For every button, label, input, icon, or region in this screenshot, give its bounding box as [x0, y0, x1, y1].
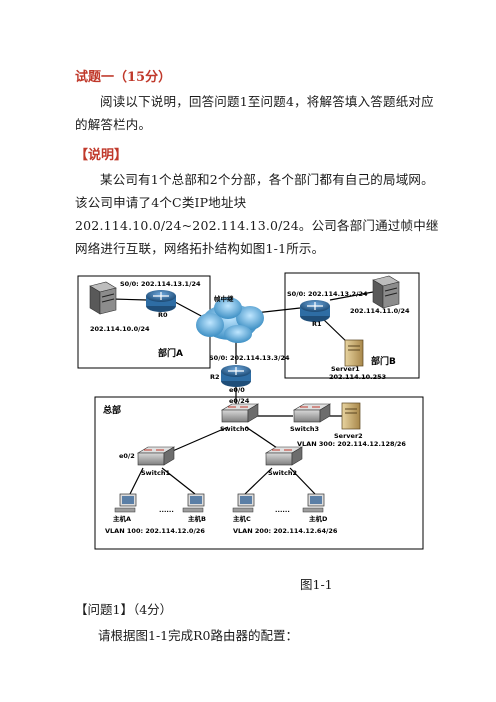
section-title: 【说明】	[75, 148, 128, 163]
description-paragraph: 某公司有1个总部和2个分部，各个部门都有自己的局域网。该公司申请了4个C类IP地…	[75, 172, 439, 256]
label-switch1: Switch1	[141, 469, 171, 477]
label-host-a: 主机A	[113, 514, 131, 523]
link-switch1-hostb	[161, 467, 196, 495]
host-c-icon	[232, 493, 255, 513]
router-r2-icon	[221, 365, 251, 387]
link-switch2-hostc	[244, 467, 273, 495]
question1-points: （4分）	[132, 602, 173, 617]
host-b-icon	[182, 493, 205, 513]
label-vlan300: VLAN 300: 202.114.12.128/26	[297, 440, 406, 448]
label-r1: R1	[312, 320, 322, 328]
frame-relay-cloud-icon	[196, 297, 264, 343]
label-server1-ip: 202.114.10.253	[329, 373, 386, 381]
link-switch1-hosta	[129, 467, 144, 495]
router-r0-icon	[146, 290, 176, 312]
switch3-icon	[292, 403, 332, 423]
label-switch0-e024: e0/24	[229, 397, 250, 405]
link-switch0-switch1	[167, 426, 229, 454]
server2-icon	[341, 402, 361, 430]
label-r1-network: 202.114.11.0/24	[350, 307, 410, 315]
dept-b-box	[284, 272, 420, 379]
label-host-b: 主机B	[188, 514, 206, 523]
label-dept-b: 部门B	[371, 355, 396, 367]
label-r0-interface: S0/0: 202.114.13.1/24	[120, 280, 201, 288]
switch0-icon	[220, 403, 260, 423]
router-r1-icon	[300, 300, 330, 322]
label-hq: 总部	[103, 404, 121, 416]
figure-caption: 图1-1	[300, 577, 333, 592]
label-server1: Server1	[331, 365, 360, 373]
link-r1-server	[329, 291, 374, 301]
server-dept-b-icon	[372, 275, 400, 309]
question1-label: 【问题1】	[75, 602, 133, 617]
switch1-icon	[136, 446, 176, 466]
exam-question-heading: 试题一（15分）	[75, 70, 172, 85]
label-vlan100: VLAN 100: 202.114.12.0/26	[105, 527, 205, 535]
label-r1-interface: S0/0: 202.114.13.2/24	[287, 290, 368, 298]
link-cloud-r1	[254, 307, 301, 314]
intro-paragraph: 阅读以下说明，回答问题1至问题4，将解答填入答题纸对应的解答栏内。	[75, 94, 434, 132]
label-r0: R0	[158, 311, 168, 319]
server-dept-a-icon	[89, 281, 117, 315]
label-r0-network: 202.114.10.0/24	[90, 325, 150, 333]
host-d-icon	[302, 493, 325, 513]
label-switch1-e02: e0/2	[119, 452, 135, 460]
hq-box	[94, 396, 424, 550]
switch2-icon	[264, 446, 304, 466]
label-dept-a: 部门A	[158, 347, 183, 359]
label-host-dots-1: ......	[159, 506, 174, 514]
label-vlan200: VLAN 200: 202.114.12.64/26	[233, 527, 338, 535]
label-host-dots-2: ......	[275, 506, 290, 514]
label-switch3: Switch3	[290, 425, 319, 433]
question1-text: 请根据图1-1完成R0路由器的配置：	[98, 628, 298, 643]
link-switch0-switch2	[245, 426, 281, 451]
label-switch2: Switch2	[268, 469, 297, 477]
server1-icon	[344, 339, 364, 367]
label-r2-interface: S0/0: 202.114.13.3/24	[209, 354, 290, 362]
host-a-icon	[114, 493, 137, 513]
label-frame-relay: 帧中继	[214, 294, 234, 303]
link-r0-server	[111, 298, 148, 301]
label-host-d: 主机D	[309, 514, 328, 523]
label-server2: Server2	[334, 432, 363, 440]
label-host-c: 主机C	[233, 514, 251, 523]
link-r0-cloud	[174, 301, 206, 319]
label-switch0: Switch0	[220, 425, 250, 433]
label-r2-e00: e0/0	[229, 386, 245, 394]
question1-heading: 【问题1】（4分）	[75, 599, 172, 618]
link-switch2-hostd	[289, 467, 316, 495]
label-r2: R2	[210, 373, 220, 381]
